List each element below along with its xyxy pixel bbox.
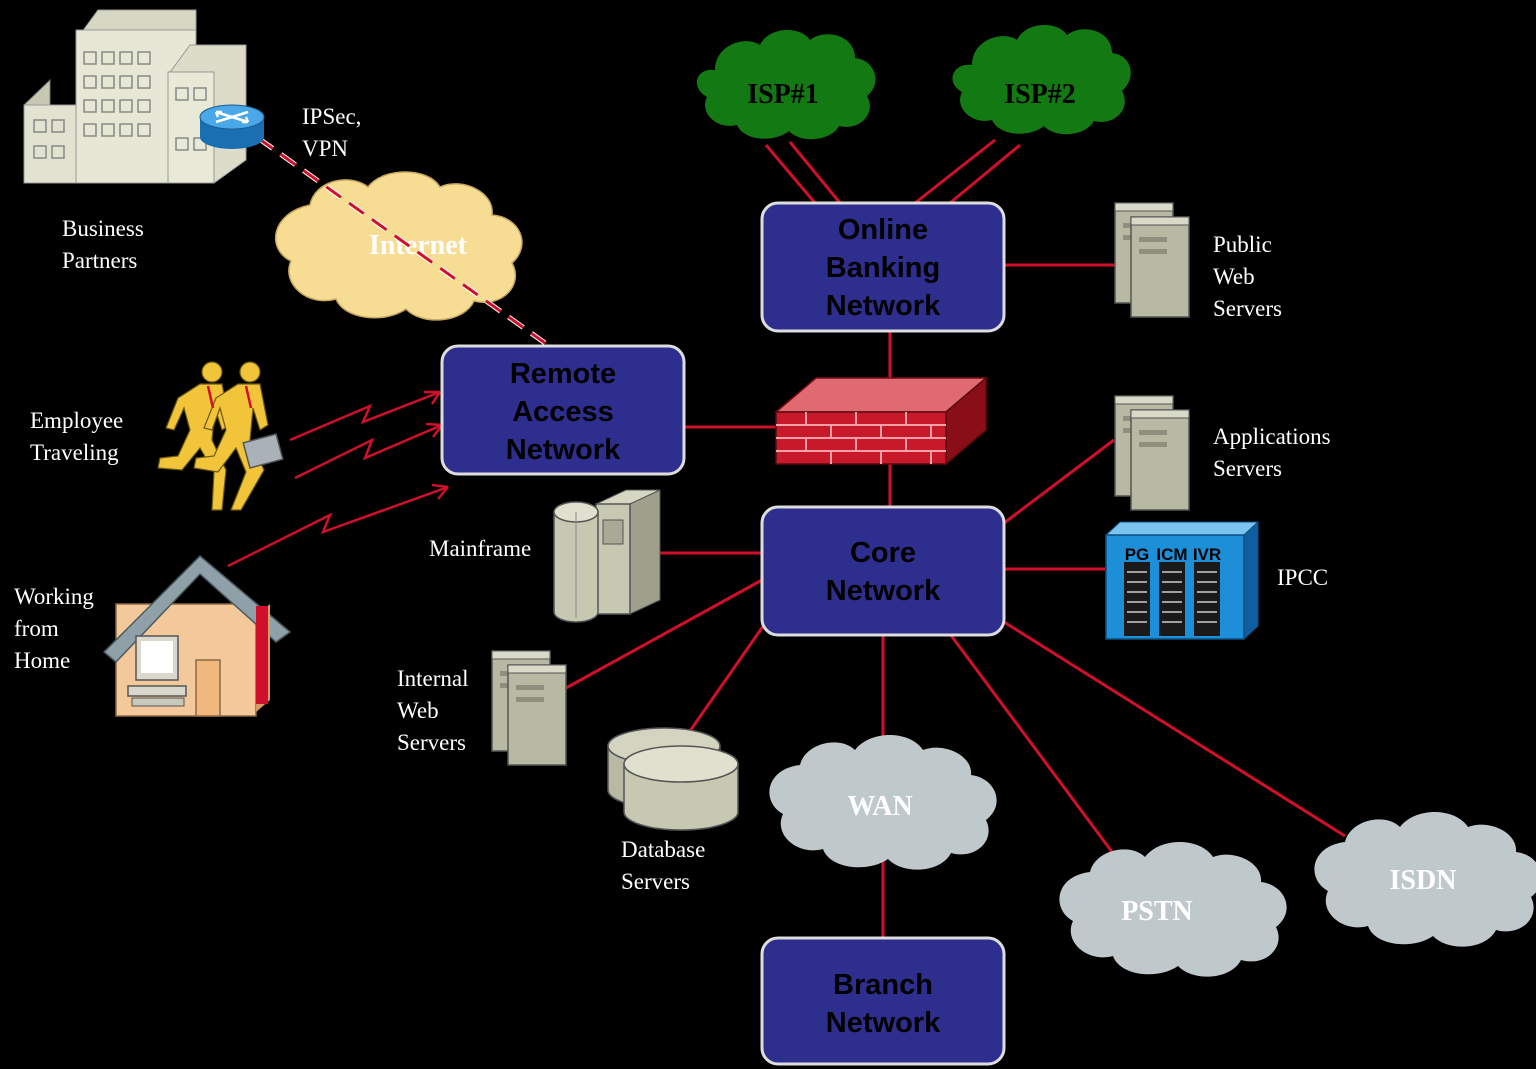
cloud-isp1-label: ISP#1 <box>747 79 819 110</box>
router-icon <box>199 104 265 149</box>
firewall-icon <box>773 376 989 466</box>
internal-web-line2: Web <box>397 698 439 723</box>
database-line1: Database <box>621 837 705 862</box>
ipcc-icon: PG ICM IVR <box>1104 520 1260 641</box>
online-banking-line2: Banking <box>826 252 940 284</box>
cloud-pstn-label: PSTN <box>1121 896 1193 927</box>
cloud-pstn: PSTN <box>1059 842 1287 977</box>
remote-access-line1: Remote <box>510 358 616 390</box>
cloud-wan-label: WAN <box>847 791 912 822</box>
office-building-icon <box>23 9 247 184</box>
wireless-links <box>227 390 449 568</box>
working-from-home-line1: Working <box>14 584 94 609</box>
cloud-isdn-label: ISDN <box>1390 865 1457 896</box>
remote-access-line3: Network <box>506 434 621 466</box>
employee-traveling-line1: Employee <box>30 408 123 433</box>
applications-line1: Applications <box>1213 424 1331 449</box>
home-office-icon <box>102 554 292 717</box>
briefcase-icon <box>242 433 284 469</box>
cloud-internet: Internet <box>275 171 523 321</box>
traveling-employees-icon <box>157 361 269 511</box>
branch-network[interactable]: Branch Network <box>760 936 1006 1066</box>
database-line2: Servers <box>621 869 690 894</box>
working-from-home-line3: Home <box>14 648 70 673</box>
public-web-line3: Servers <box>1213 296 1282 321</box>
ipcc-unit-icm: ICM <box>1156 545 1187 564</box>
core-network[interactable]: Core Network <box>760 505 1006 637</box>
internal-web-line1: Internal <box>397 666 469 691</box>
employee-traveling-line2: Traveling <box>30 440 119 465</box>
mainframe-icon <box>553 489 661 623</box>
ipcc-unit-pg: PG <box>1125 545 1150 564</box>
cloud-isp2-label: ISP#2 <box>1004 79 1076 110</box>
applications-line2: Servers <box>1213 456 1282 481</box>
ipcc-label: IPCC <box>1277 565 1328 590</box>
cloud-wan: WAN <box>769 735 997 870</box>
working-from-home-line2: from <box>14 616 59 641</box>
public-web-servers-icon <box>1115 203 1189 317</box>
database-icon <box>607 727 739 831</box>
node-labels: IPSec, VPN Business Partners Employee Tr… <box>14 104 1331 894</box>
internal-web-line3: Servers <box>397 730 466 755</box>
ipsec-label-line1: IPSec, <box>302 104 361 129</box>
online-banking-network[interactable]: Online Banking Network <box>760 201 1006 333</box>
internal-web-servers-icon <box>492 651 566 765</box>
business-partners-line1: Business <box>62 216 144 241</box>
online-banking-line1: Online <box>838 214 928 246</box>
ipsec-label-line2: VPN <box>302 136 348 161</box>
remote-access-line2: Access <box>512 396 614 428</box>
ipcc-unit-ivr: IVR <box>1193 545 1221 564</box>
business-partners-line2: Partners <box>62 248 137 273</box>
cloud-internet-label: Internet <box>369 230 468 261</box>
core-network-line1: Core <box>850 537 916 569</box>
cloud-isp1: ISP#1 <box>696 29 876 140</box>
mainframe-label: Mainframe <box>429 536 531 561</box>
public-web-line1: Public <box>1213 232 1272 257</box>
public-web-line2: Web <box>1213 264 1255 289</box>
vpn-tunnel <box>256 135 547 346</box>
cloud-isdn: ISDN <box>1314 812 1536 947</box>
remote-access-network[interactable]: Remote Access Network <box>440 344 686 476</box>
core-network-line2: Network <box>826 575 941 607</box>
branch-network-line1: Branch <box>833 969 933 1001</box>
cloud-isp2: ISP#2 <box>952 24 1131 135</box>
branch-network-line2: Network <box>826 1007 941 1039</box>
applications-servers-icon <box>1115 396 1189 510</box>
network-links <box>565 138 1346 938</box>
online-banking-line3: Network <box>826 290 941 322</box>
